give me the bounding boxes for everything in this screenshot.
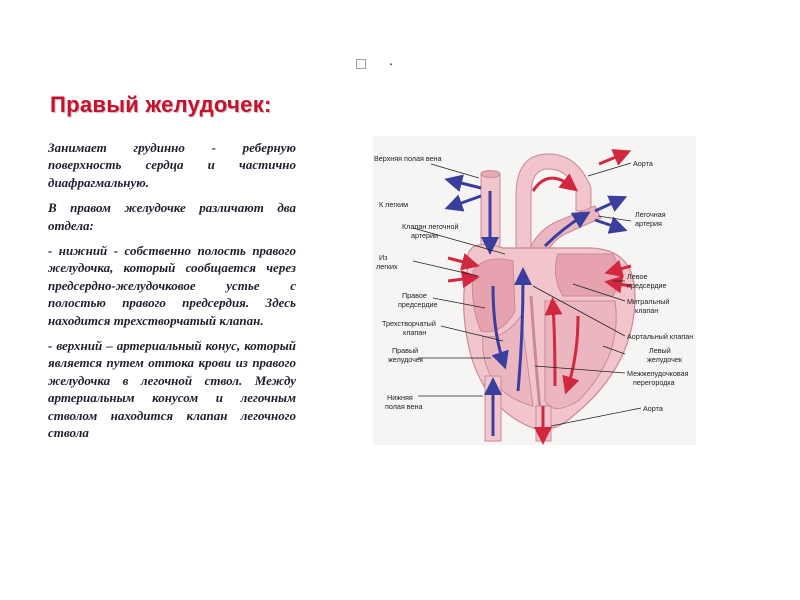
- toolbar-image-icon: [356, 59, 366, 69]
- label-pulmonary-valve-line1: Клапан легочной: [402, 222, 458, 231]
- header-dot: .: [389, 52, 393, 68]
- page-title: Правый желудочек:: [50, 92, 272, 117]
- leader-lines: [412, 162, 642, 427]
- left-atrium: [554, 253, 620, 297]
- paragraph-lower-part: - нижний - собственно полость правого же…: [48, 243, 296, 328]
- label-pulmonary-artery-line1: Легочная: [635, 210, 666, 219]
- label-from-lungs-line1: Из: [379, 253, 388, 262]
- label-left-atrium-line1: Левое: [627, 272, 647, 281]
- label-to-lungs: К легким: [379, 200, 408, 209]
- label-aortic-valve: Аортальный клапан: [627, 332, 693, 341]
- label-superior-vena-cava: Верхняя полая вена: [374, 154, 442, 163]
- red-flow-arrows: [447, 149, 632, 445]
- heart-diagram: Верхняя полая вена К легким Клапан легоч…: [373, 136, 696, 445]
- paragraph-divisions: В правом желудочке различают два отдела:: [48, 200, 296, 233]
- label-right-ventricle-line1: Правый: [392, 346, 418, 355]
- paragraph-location: Занимает грудинно - реберную поверхность…: [48, 140, 296, 190]
- label-right-ventricle-line2: желудочек: [388, 355, 424, 364]
- label-mitral-line1: Митральный: [627, 297, 669, 306]
- text-block: Занимает грудинно - реберную поверхность…: [48, 139, 296, 450]
- label-ivc-line1: Нижняя: [387, 393, 413, 402]
- heart-diagram-svg: Верхняя полая вена К легким Клапан легоч…: [373, 136, 696, 445]
- label-tricuspid-line1: Трехстворчатый: [382, 319, 436, 328]
- label-pulmonary-artery-line2: артерия: [635, 219, 662, 228]
- label-left-ventricle-line2: желудочек: [647, 355, 683, 364]
- label-ivc-line2: полая вена: [385, 402, 423, 411]
- label-pulmonary-valve-line2: артерии: [411, 231, 438, 240]
- label-from-lungs-line2: легких: [376, 262, 398, 271]
- label-tricuspid-line2: клапан: [403, 328, 426, 337]
- label-right-atrium-line1: Правое: [402, 291, 427, 300]
- label-mitral-line2: клапан: [635, 306, 658, 315]
- label-aorta-top: Аорта: [633, 159, 653, 168]
- label-left-atrium-line2: предсердие: [627, 281, 667, 290]
- label-left-ventricle-line1: Левый: [649, 346, 671, 355]
- label-right-atrium-line2: предсердие: [398, 300, 438, 309]
- label-septum-line2: перегородка: [633, 378, 675, 387]
- blue-flow-arrows: [444, 174, 628, 436]
- label-septum-line1: Межжелудочковая: [627, 369, 689, 378]
- label-aorta-bottom: Аорта: [643, 404, 663, 413]
- paragraph-upper-part: - верхний – артериальный конус, который …: [48, 338, 296, 441]
